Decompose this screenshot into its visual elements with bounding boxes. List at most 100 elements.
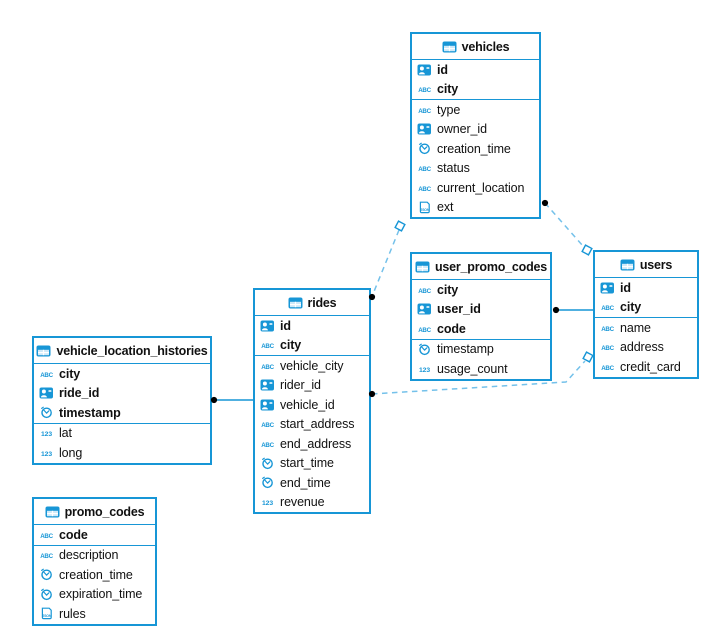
field-name: rules [59,606,86,621]
person-id-icon [260,398,275,411]
field-name: expiration_time [59,587,143,602]
abc-text-icon: ABC [417,283,432,296]
abc-text-icon: ABC [417,162,432,175]
clock-icon [260,457,275,470]
field-row-id[interactable]: id [412,60,539,80]
123-number-icon: 123 [39,446,54,459]
table-header[interactable]: promo_codes [34,499,155,525]
abc-text-icon: ABC [600,321,615,334]
relationship-line-vehicles-users[interactable] [544,202,584,247]
svg-text:123: 123 [262,500,273,507]
field-row-end_time[interactable]: end_time [255,473,369,493]
field-name: ext [437,200,454,215]
table-name: rides [307,295,337,310]
field-name: user_id [437,302,481,317]
field-name: city [280,338,302,353]
field-row-timestamp[interactable]: timestamp [412,340,550,360]
field-row-city[interactable]: ABC city [412,280,550,300]
svg-text:ABC: ABC [40,553,53,560]
svg-text:ABC: ABC [601,305,614,312]
abc-text-icon: ABC [600,301,615,314]
field-row-start_time[interactable]: start_time [255,454,369,474]
table-header[interactable]: vehicles [412,34,539,60]
field-name: status [437,161,470,176]
field-name: lat [59,426,72,441]
field-row-creation_time[interactable]: creation_time [34,565,155,585]
field-row-rules[interactable]: JSON rules [34,604,155,624]
field-row-revenue[interactable]: 123 revenue [255,493,369,513]
clock-icon [39,406,54,419]
field-name: city [59,366,81,381]
relationship-square-marker [582,351,594,363]
field-row-user_id[interactable]: user_id [412,300,550,320]
field-row-status[interactable]: ABC status [412,159,539,179]
field-row-creation_time[interactable]: creation_time [412,139,539,159]
123-number-icon: 123 [417,362,432,375]
field-name: timestamp [437,342,494,357]
field-row-owner_id[interactable]: owner_id [412,120,539,140]
abc-text-icon: ABC [260,359,275,372]
relationship-square-marker [394,220,406,232]
svg-text:ABC: ABC [418,108,431,115]
abc-text-icon: ABC [260,339,275,352]
relationship-line-vehicles-rides[interactable] [372,229,400,295]
svg-text:ABC: ABC [261,343,274,350]
abc-text-icon: ABC [39,367,54,380]
svg-text:ABC: ABC [601,326,614,333]
field-name: type [437,102,461,117]
table-header[interactable]: users [595,252,697,278]
field-row-city[interactable]: ABC city [34,364,210,384]
field-row-id[interactable]: id [595,278,697,298]
table-grid-icon [620,258,635,271]
person-id-icon [260,319,275,332]
clock-icon [417,142,432,155]
field-name: city [437,282,459,297]
field-name: owner_id [437,122,487,137]
person-id-icon [260,379,275,392]
field-row-ride_id[interactable]: ride_id [34,384,210,404]
table-header[interactable]: rides [255,290,369,316]
table-grid-icon [415,260,430,273]
svg-text:ABC: ABC [601,345,614,352]
field-row-timestamp[interactable]: timestamp [34,403,210,423]
clock-icon [39,588,54,601]
relationship-dot-marker [541,199,549,207]
field-row-type[interactable]: ABC type [412,100,539,120]
abc-text-icon: ABC [260,418,275,431]
table-header[interactable]: vehicle_location_histories [34,338,210,364]
svg-text:JSON: JSON [42,614,52,618]
field-row-rider_id[interactable]: rider_id [255,376,369,396]
field-row-expiration_time[interactable]: expiration_time [34,585,155,605]
field-name: revenue [280,495,325,510]
field-row-city[interactable]: ABC city [255,336,369,356]
table-header[interactable]: user_promo_codes [412,254,550,280]
field-row-vehicle_id[interactable]: vehicle_id [255,395,369,415]
field-row-id[interactable]: id [255,316,369,336]
